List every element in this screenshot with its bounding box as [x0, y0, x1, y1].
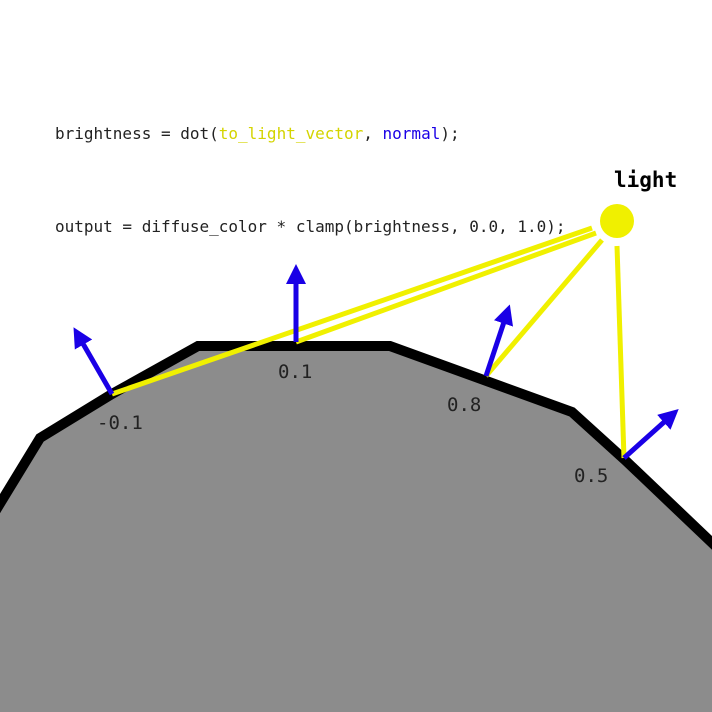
light-rays	[111, 225, 627, 459]
to-light-vector-token: to_light_vector	[218, 124, 364, 143]
normal-arrow	[622, 408, 679, 460]
code-text: brightness = dot(	[55, 124, 219, 143]
light-ray	[614, 245, 627, 459]
normal-arrow	[483, 304, 514, 377]
normal-arrow	[73, 327, 115, 396]
code-snippet: brightness = dot(to_light_vector, normal…	[55, 56, 566, 273]
code-text: ,	[363, 124, 383, 143]
surface-shape	[0, 341, 712, 712]
light-ray	[295, 230, 597, 345]
brightness-value: 0.1	[278, 361, 312, 383]
brightness-value: 0.8	[447, 394, 481, 416]
code-line-output: output = diffuse_color * clamp(brightnes…	[55, 217, 566, 236]
normal-token: normal	[382, 124, 441, 143]
brightness-value: 0.5	[574, 465, 608, 487]
light-ray	[111, 225, 593, 397]
code-text: );	[440, 124, 460, 143]
light-source	[600, 204, 634, 238]
light-ray	[484, 238, 604, 378]
brightness-value: -0.1	[97, 412, 143, 434]
normal-arrows	[73, 264, 679, 460]
code-line-brightness: brightness = dot(to_light_vector, normal…	[55, 118, 566, 149]
light-label: light	[614, 168, 677, 192]
